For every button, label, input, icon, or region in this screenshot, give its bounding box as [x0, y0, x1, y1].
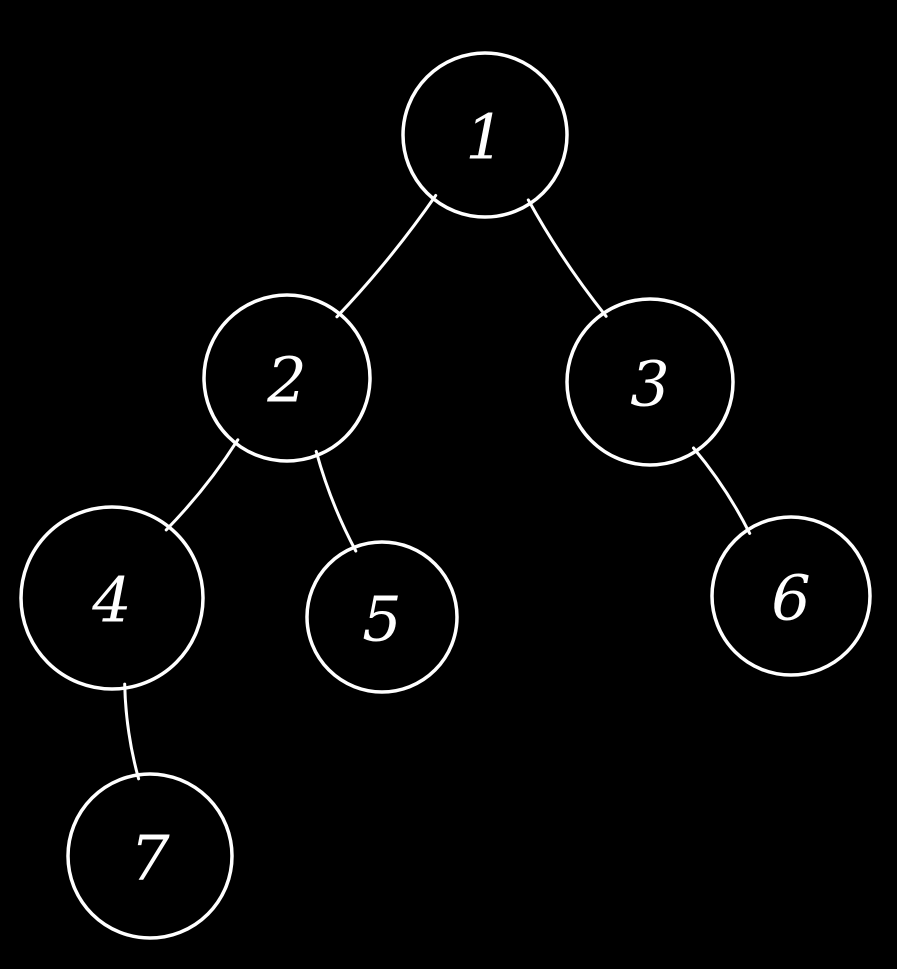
node-label-5: 5	[362, 583, 401, 656]
edge-n1-n2	[335, 194, 438, 319]
node-label-3: 3	[630, 348, 669, 421]
edge-n3-n6	[692, 446, 752, 535]
tree-node-1: 1	[401, 51, 569, 219]
node-circle-2	[202, 293, 372, 463]
node-circle-3	[565, 297, 735, 467]
node-label-4: 4	[91, 564, 131, 637]
nodes-layer: 1 2 3 4 5 6 7	[19, 51, 872, 940]
node-circle-7	[66, 772, 234, 940]
edge-n1-n3	[526, 198, 608, 318]
tree-node-2: 2	[202, 293, 372, 463]
tree-node-5: 5	[305, 540, 459, 694]
edge-n2-n5	[314, 449, 358, 553]
node-label-6: 6	[771, 562, 810, 635]
node-circle-1	[401, 51, 569, 219]
tree-node-7: 7	[66, 772, 234, 940]
tree-node-6: 6	[710, 515, 872, 677]
edge-n4-n7	[123, 682, 141, 781]
node-circle-4	[19, 505, 205, 691]
node-circle-5	[305, 540, 459, 694]
edges-layer	[123, 194, 752, 781]
node-label-2: 2	[266, 344, 306, 417]
tree-node-3: 3	[565, 297, 735, 467]
node-label-1: 1	[465, 101, 504, 174]
tree-node-4: 4	[19, 505, 205, 691]
node-circle-6	[710, 515, 872, 677]
node-label-7: 7	[130, 822, 170, 895]
edge-n2-n4	[164, 438, 240, 532]
